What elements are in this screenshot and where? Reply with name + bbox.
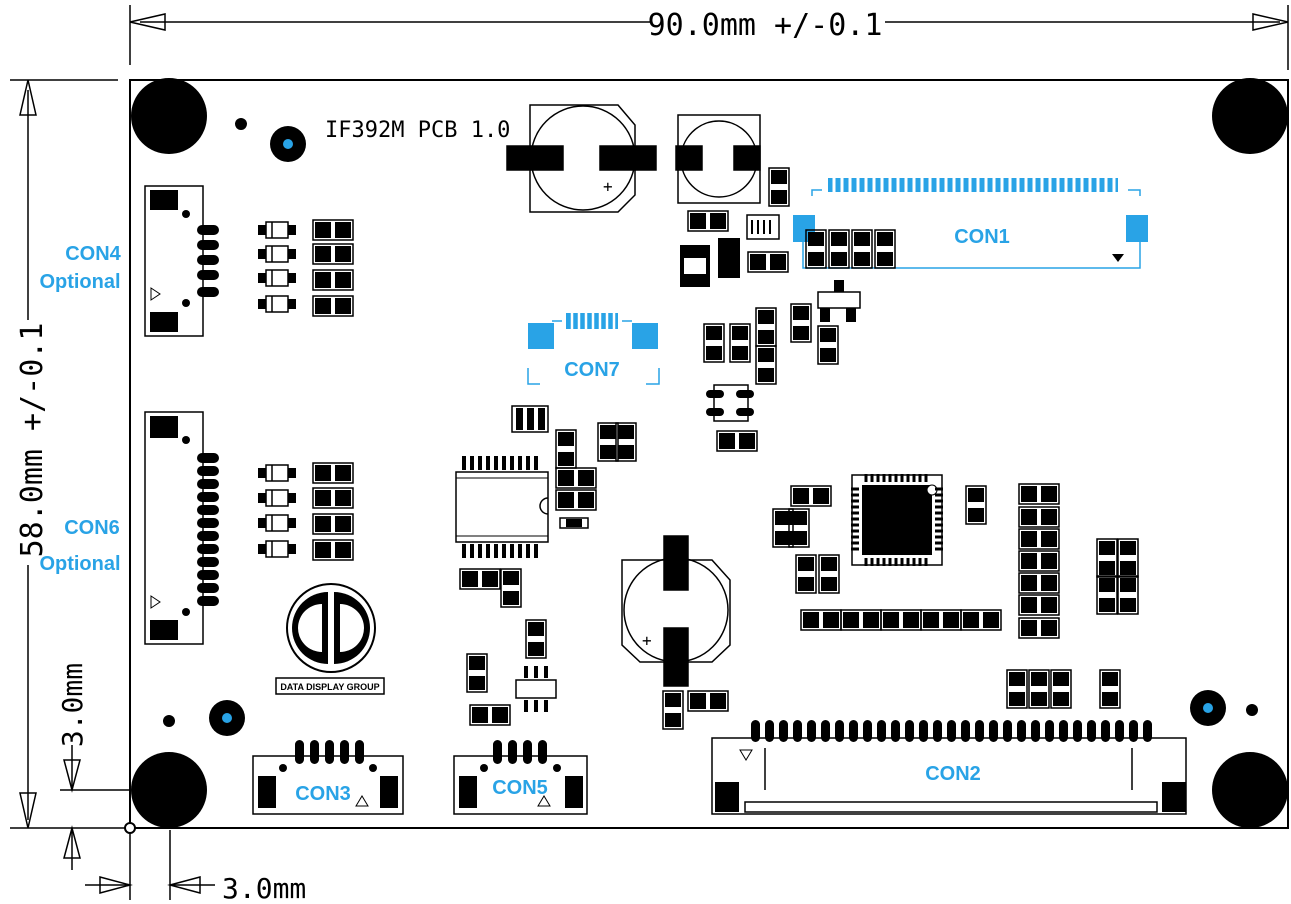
capacitor-bottom: + (621, 535, 731, 687)
board-silkscreen-label: IF392M PCB 1.0 (325, 118, 510, 143)
height-dimension-label: 58.0mm +/-0.1 (15, 323, 50, 558)
con7-connector: CON7 (527, 313, 660, 385)
hole-offset-y-label: 3.0mm (56, 663, 89, 747)
svg-text:+: + (603, 177, 613, 196)
con6-connector (144, 411, 219, 645)
con4-label: CON4 (65, 243, 121, 265)
qfp-ic (851, 474, 943, 566)
con1-connector: CON1 (793, 178, 1148, 269)
con2-connector: CON2 (711, 720, 1187, 815)
small-ic-top (511, 214, 861, 433)
width-dimension-label: 90.0mm +/-0.1 (648, 8, 883, 43)
con4-optional-label: Optional (39, 271, 120, 293)
mounting-holes (131, 78, 1288, 828)
con7-label: CON7 (564, 359, 620, 381)
sot-ic (515, 666, 557, 712)
con3-label: CON3 (295, 783, 351, 805)
con1-label: CON1 (954, 226, 1010, 248)
logo-text: DATA DISPLAY GROUP (280, 682, 379, 692)
led-array-bottom (257, 462, 354, 561)
soic-ic (455, 456, 549, 558)
hole-offset-x-label: 3.0mm (222, 872, 306, 904)
dimension-lines (10, 5, 1289, 900)
capacitor-top: + (506, 104, 657, 213)
con3-connector: CON3 (252, 740, 404, 815)
con6-label: CON6 (64, 517, 120, 539)
origin-marker (124, 822, 136, 834)
passive-components (459, 167, 1139, 730)
svg-text:+: + (642, 631, 652, 650)
led-array-top (257, 219, 354, 317)
inductor-top (675, 114, 761, 204)
fiducials (163, 118, 1258, 736)
con4-connector (144, 185, 219, 337)
con6-optional-label: Optional (39, 553, 120, 575)
con2-label: CON2 (925, 763, 981, 785)
con5-connector: CON5 (453, 740, 588, 815)
con5-label: CON5 (492, 777, 548, 799)
data-display-group-logo (275, 583, 385, 695)
pcb-outline (129, 79, 1289, 829)
